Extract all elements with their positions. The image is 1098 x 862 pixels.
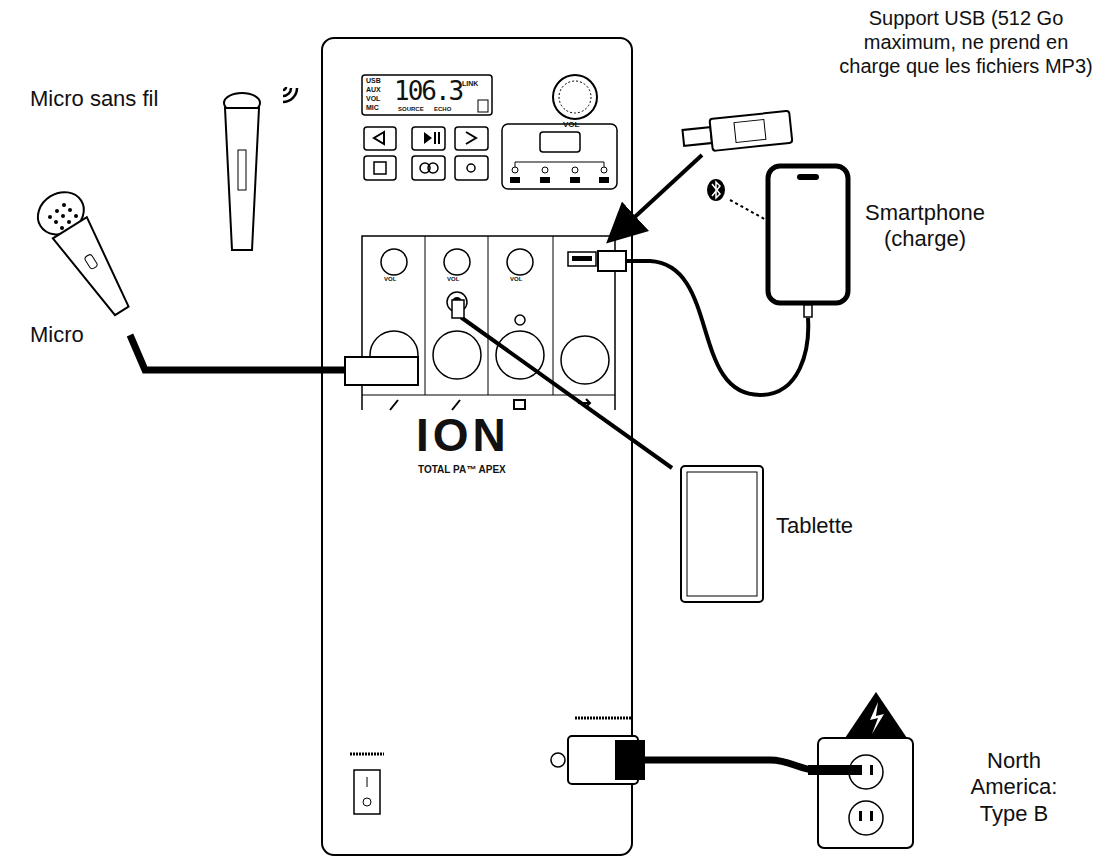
- display-indicator: SOURCE: [398, 106, 424, 113]
- callout-label: Tablette: [776, 513, 853, 539]
- display-indicator: VOL: [366, 95, 380, 103]
- display-indicator: AUX: [366, 86, 381, 94]
- knob-label: VOL: [384, 276, 396, 283]
- callout-label: Support USB (512 Go maximum, ne prend en…: [838, 6, 1094, 78]
- knob-label: VOL: [510, 276, 522, 283]
- display-indicator: ECHO: [434, 106, 451, 113]
- model-name: TOTAL PA™ APEX: [418, 464, 506, 476]
- brand-logo: ION: [416, 412, 510, 458]
- display-indicator: USB: [366, 77, 381, 85]
- display-indicator: LINK: [462, 80, 478, 88]
- display-readout: 106.3: [394, 78, 462, 104]
- callout-label: Micro: [30, 322, 84, 348]
- callout-label: North America: Type B: [944, 748, 1084, 827]
- knob-label: VOL: [563, 120, 579, 130]
- display-indicator: MIC: [366, 104, 379, 112]
- callout-label: Micro sans fil: [30, 86, 158, 112]
- callout-label: Smartphone (charge): [852, 200, 998, 253]
- knob-label: VOL: [447, 276, 459, 283]
